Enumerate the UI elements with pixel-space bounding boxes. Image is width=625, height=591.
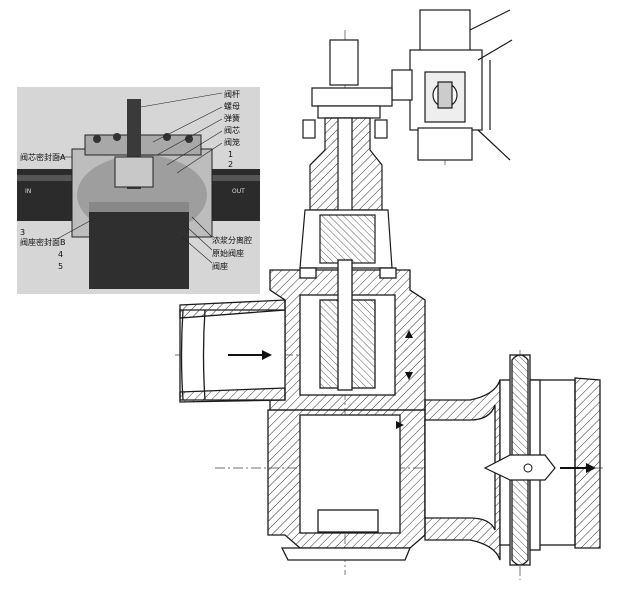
label-number-4: 4 (58, 250, 64, 259)
label-original-seat: 原始阀座 (212, 249, 244, 258)
label-nut: 螺母 (224, 102, 240, 111)
label-number-2: 2 (228, 160, 234, 169)
inlet-pipe (179, 299, 286, 403)
label-slurry-separation-chamber: 浓浆分离腔 (212, 236, 252, 245)
svg-text:IN: IN (25, 188, 31, 195)
label-core-seal-face-a: 阀芯密封面A (20, 153, 66, 162)
bonnet-yoke (299, 39, 393, 269)
valve-body-upper (269, 259, 426, 411)
outlet-flow-arrow (483, 454, 596, 481)
label-valve-seat: 阀座 (212, 262, 228, 271)
label-seat-seal-face-b: 阀座密封面B (20, 238, 66, 247)
inset-cutaway-image: IN OUT (17, 87, 260, 294)
svg-text:OUT: OUT (232, 188, 245, 195)
label-valve-cage: 阀笼 (224, 138, 240, 147)
inlet-flow-arrow (228, 350, 272, 360)
label-valve-stem: 阀杆 (224, 90, 240, 99)
label-number-1: 1 (228, 150, 234, 159)
valve-body-lower (267, 409, 426, 561)
label-number-5: 5 (58, 262, 64, 271)
label-spring: 弹簧 (224, 114, 240, 123)
internal-flow-arrows (396, 330, 413, 429)
electric-actuator (391, 9, 513, 161)
label-valve-core: 阀芯 (224, 126, 240, 135)
label-number-3: 3 (20, 228, 26, 237)
inset-cutaway-graphic: IN OUT (17, 87, 260, 294)
